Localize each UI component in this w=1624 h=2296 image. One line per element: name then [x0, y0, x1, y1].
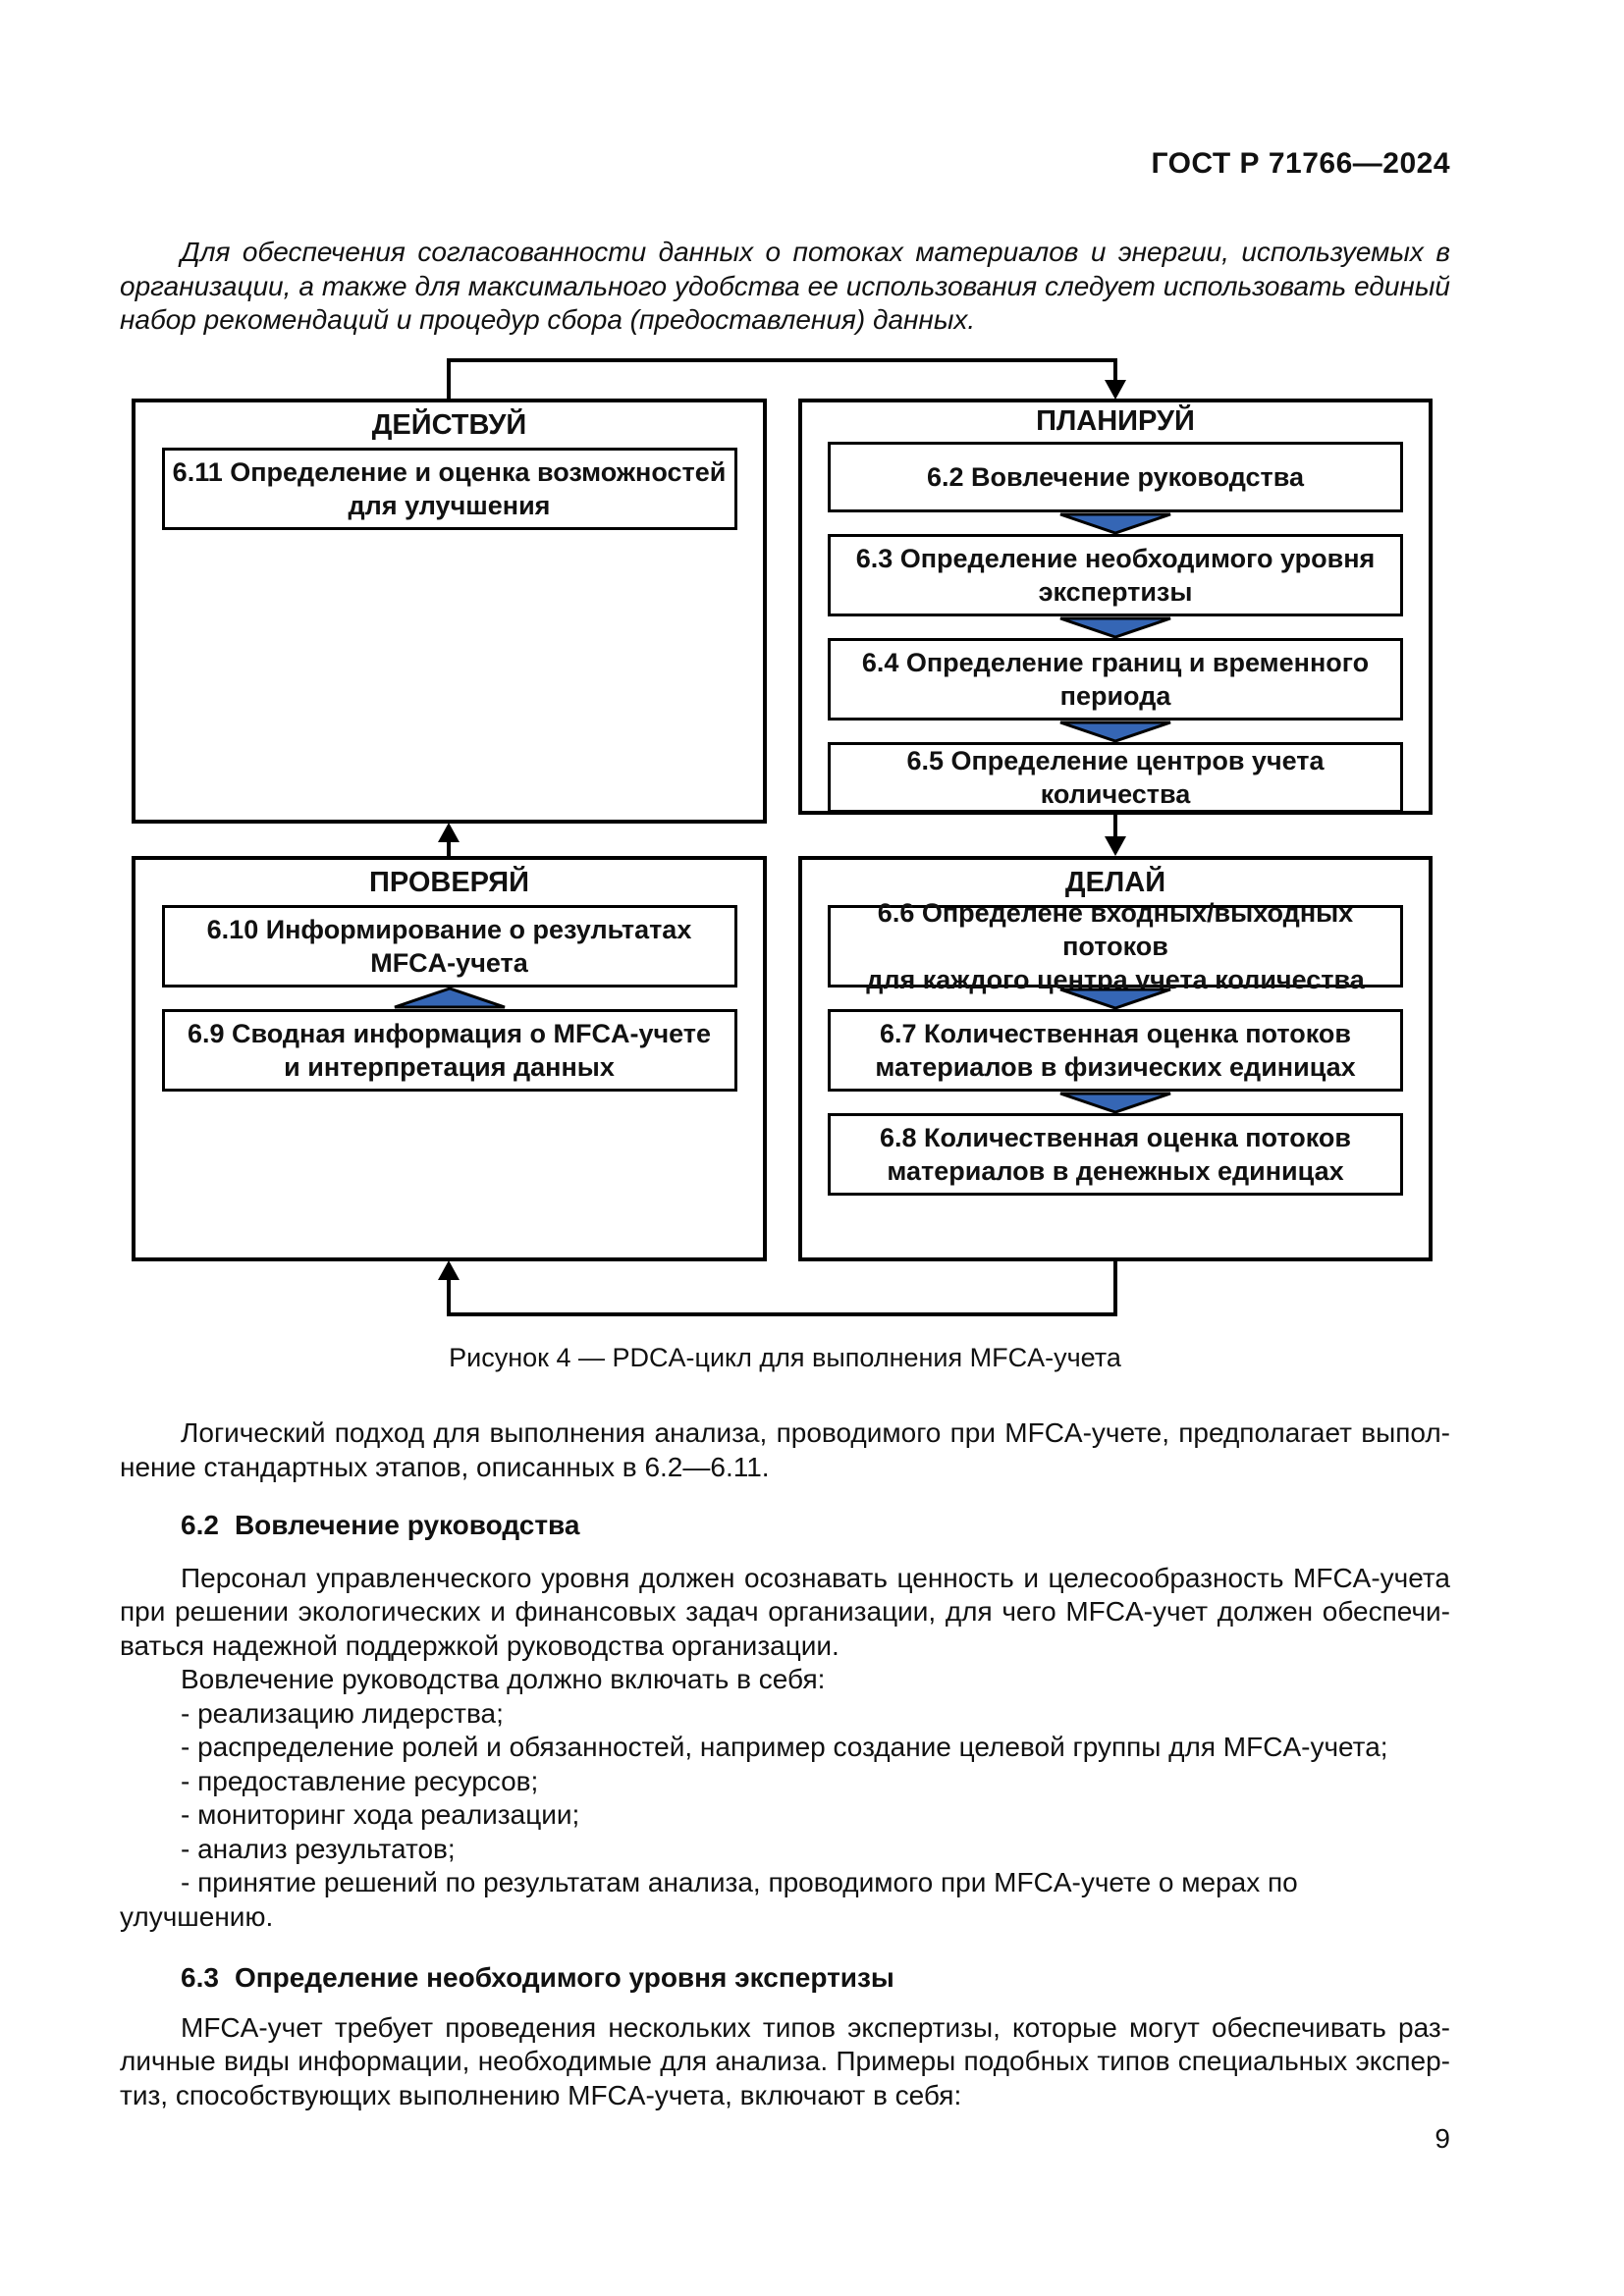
section-heading-6-3: 6.3 Определение необходимого уровня экспе… — [120, 1961, 1450, 1996]
quadrant-title: ДЕЛАЙ — [1064, 867, 1166, 898]
connector-act-to-plan-line — [1113, 358, 1117, 383]
quadrant-do: ДЕЛАЙ 6.6 Определене входных/выходных по… — [798, 856, 1433, 1261]
page-number: 9 — [1435, 2123, 1450, 2154]
list-item: - предоставление ресурсов; — [181, 1765, 539, 1796]
blue-arrow-down-icon — [1059, 721, 1171, 743]
text-line: личные виды информации, необходимые для … — [120, 2046, 1450, 2076]
section-heading-6-2: 6.2 Вовлечение руководства — [120, 1509, 1450, 1543]
quadrant-title: ДЕЙСТВУЙ — [371, 409, 527, 441]
list-item: - распределение ролей и обязанностей, на… — [181, 1732, 1388, 1762]
list-item: - принятие решений по результатам анализ… — [120, 1867, 1298, 1932]
list-item: - мониторинг хода реализации; — [181, 1799, 580, 1830]
section-title: Вовлечение руководства — [234, 1510, 580, 1540]
connector-act-to-plan-line — [447, 358, 1117, 362]
list-item: - анализ результатов; — [181, 1833, 456, 1864]
connector-do-to-check-line — [447, 1312, 1117, 1316]
list-item: - реализацию лидерства; — [181, 1697, 504, 1729]
arrow-down-icon — [1105, 836, 1126, 856]
text-line: MFCA-учет требует проведения нескольких … — [181, 2011, 1450, 2043]
step-box-6-2: 6.2 Вовлечение руководства — [828, 442, 1403, 512]
connector-do-to-check-line — [447, 1279, 451, 1316]
step-box-6-9: 6.9 Сводная информация о MFCA-учете и ин… — [161, 1009, 737, 1092]
arrow-down-icon — [1105, 380, 1126, 400]
quadrant-act: ДЕЙСТВУЙ 6.11 Определение и оценка возмо… — [132, 399, 767, 824]
step-box-6-10: 6.10 Информирование о результатах MFCA-у… — [161, 905, 737, 988]
quadrant-title: ПЛАНИРУЙ — [1036, 405, 1195, 437]
blue-arrow-down-icon — [1059, 1092, 1171, 1114]
connector-act-to-plan-line — [447, 358, 451, 399]
text-line: тиз, способствующих выполнению MFCA-учет… — [120, 2079, 962, 2110]
blue-arrow-up-icon — [394, 987, 505, 1009]
step-box-6-11: 6.11 Определение и оценка возможностей д… — [161, 448, 737, 530]
step-box-6-4: 6.4 Определение границ и временного пери… — [828, 638, 1403, 721]
connector-plan-to-do-line — [1113, 814, 1117, 838]
step-box-6-5: 6.5 Определение центров учета количества — [828, 742, 1403, 811]
quadrant-title: ПРОВЕРЯЙ — [369, 867, 529, 898]
step-box-6-8: 6.8 Количественная оценка потоков матери… — [828, 1113, 1403, 1196]
quadrant-plan: ПЛАНИРУЙ 6.2 Вовлечение руководства 6.3 … — [798, 399, 1433, 815]
text-line: ваться надежной поддержкой руководства о… — [120, 1629, 839, 1661]
pdca-diagram: ДЕЙСТВУЙ 6.11 Определение и оценка возмо… — [130, 353, 1435, 1335]
text-line: при решении экологических и финансовых з… — [120, 1596, 1450, 1627]
step-box-6-6: 6.6 Определене входных/выходных потоков … — [828, 898, 1403, 994]
step-box-6-3: 6.3 Определение необходимого уровня эксп… — [828, 534, 1403, 616]
text-line: Вовлечение руководства должно включать в… — [181, 1664, 826, 1694]
section-title: Определение необходимого уровня эксперти… — [234, 1962, 894, 1993]
connector-do-to-check-line — [1113, 1260, 1117, 1316]
text-line: нение стандартных этапов, описанных в 6.… — [120, 1451, 770, 1482]
quadrant-check: ПРОВЕРЯЙ 6.10 Информирование о результат… — [132, 856, 767, 1261]
figure-caption: Рисунок 4 — PDCA-цикл для выполнения MFC… — [449, 1343, 1121, 1372]
doc-code-header: ГОСТ Р 71766—2024 — [1151, 147, 1450, 180]
section-number: 6.2 — [181, 1510, 219, 1540]
section-number: 6.3 — [181, 1962, 219, 1993]
blue-arrow-down-icon — [1059, 988, 1171, 1010]
intro-paragraph: Для обеспечения согласованности данных о… — [120, 236, 1450, 338]
text-line: Для обеспечения согласованности данных о… — [181, 237, 1450, 267]
text-line: организации, а также для максимального у… — [120, 270, 1450, 301]
blue-arrow-down-icon — [1059, 616, 1171, 639]
text-line: Персонал управленческого уровня должен о… — [181, 1562, 1450, 1593]
text-line: Логический подход для выполнения анализа… — [181, 1417, 1450, 1448]
blue-arrow-down-icon — [1059, 512, 1171, 535]
body-text: Логический подход для выполнения анализа… — [120, 1416, 1450, 2157]
arrow-up-icon — [438, 1260, 460, 1280]
arrow-up-icon — [438, 823, 460, 842]
text-line: набор рекомендаций и процедур сбора (пре… — [120, 304, 976, 335]
connector-check-to-act-line — [447, 840, 451, 856]
step-box-6-7: 6.7 Количественная оценка потоков матери… — [828, 1009, 1403, 1092]
